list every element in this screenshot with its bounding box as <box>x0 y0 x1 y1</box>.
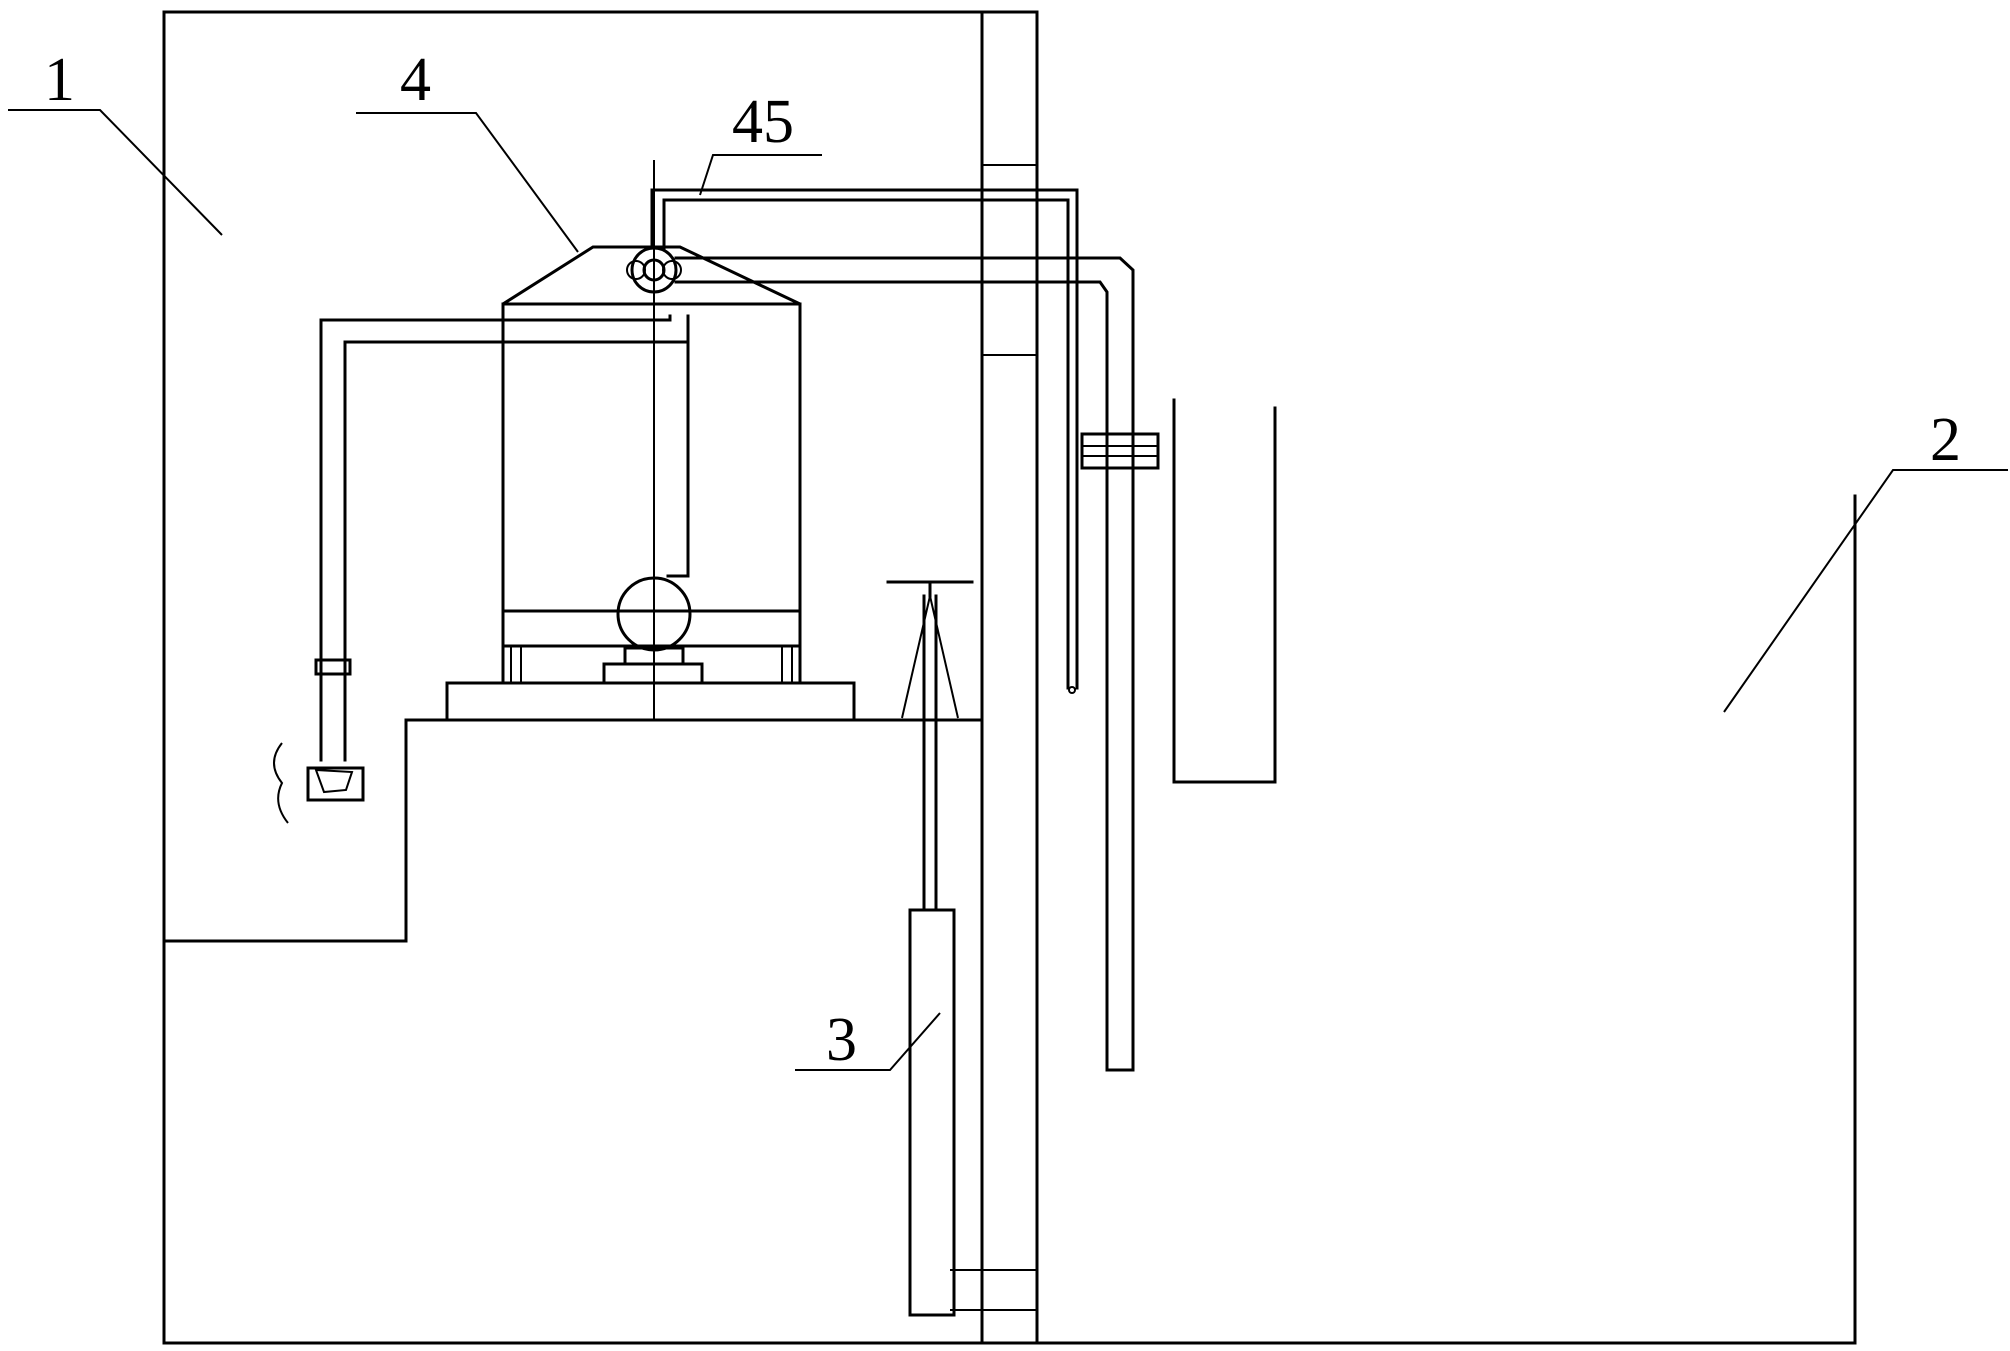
leader-lines <box>8 109 2008 1071</box>
label-3: 3 <box>826 1006 857 1074</box>
label-1: 1 <box>44 46 75 114</box>
outer-frame <box>162 10 1857 1345</box>
top-valve <box>626 246 682 294</box>
label-2: 2 <box>1930 406 1961 474</box>
top-pipe-lower <box>674 256 1135 1072</box>
label-4: 4 <box>400 46 431 114</box>
equipment-base <box>445 681 856 722</box>
open-tank <box>1172 398 1277 784</box>
top-pipe-upper <box>650 188 1079 694</box>
label-45: 45 <box>732 88 794 156</box>
stepped-floor <box>162 718 984 943</box>
dividing-wall <box>950 10 1039 1345</box>
left-pipe <box>273 314 690 824</box>
tank-assembly <box>501 245 802 685</box>
lift-actuator <box>886 580 974 1317</box>
pipe-flange <box>1080 432 1160 470</box>
